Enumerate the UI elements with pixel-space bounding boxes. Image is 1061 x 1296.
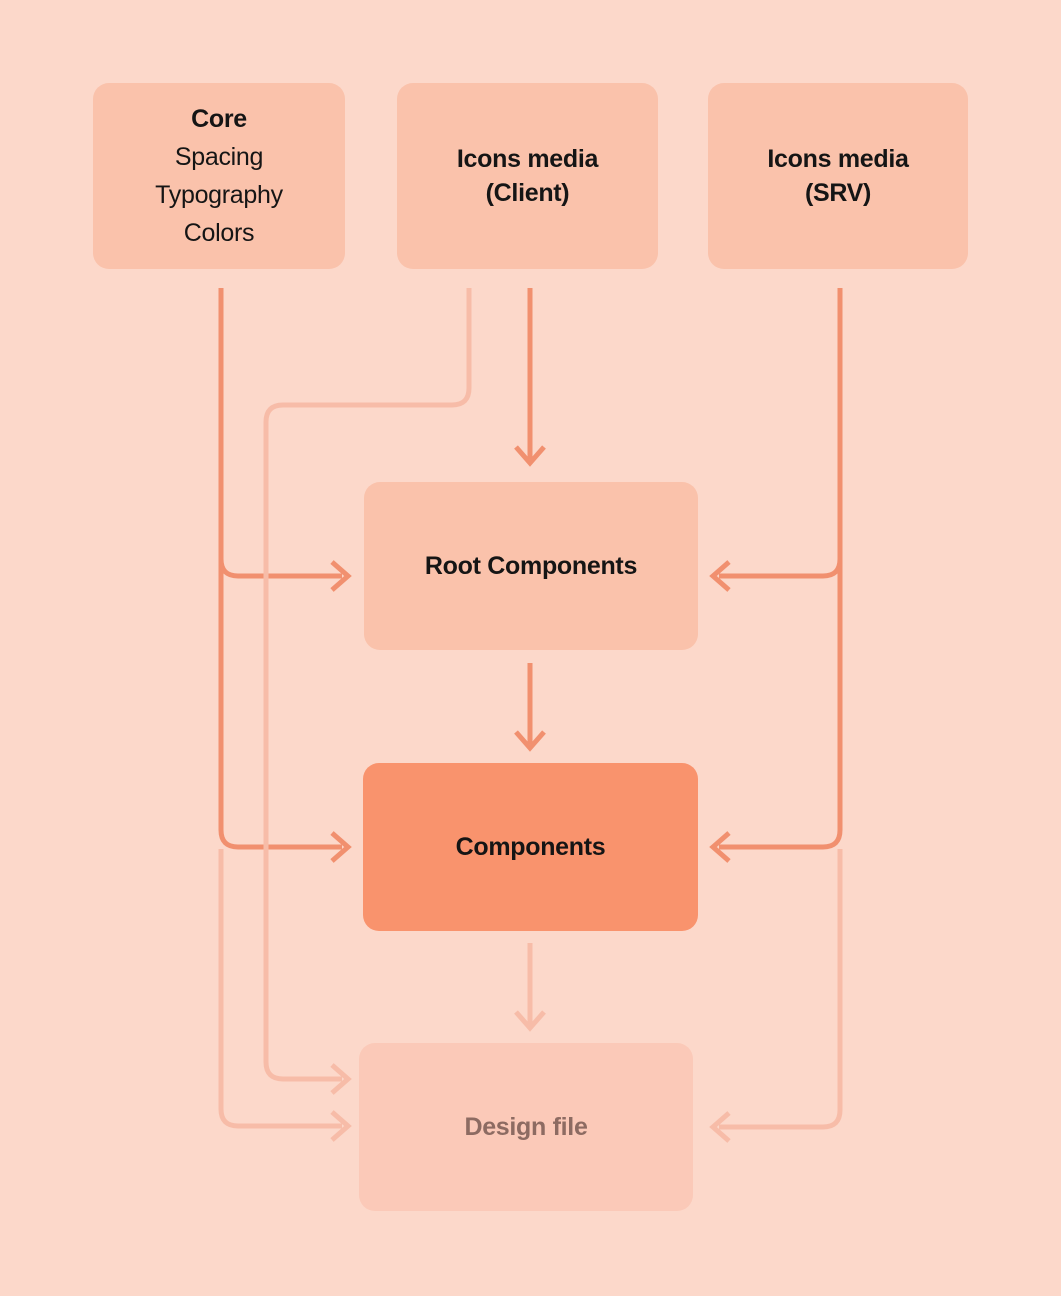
edge-root-components-to-components [514,663,546,752]
node-icons-media-client-title-line1: Icons media [456,145,599,173]
node-core-item-spacing: Spacing [174,143,264,171]
edge-icons-client-to-design-file [263,288,472,1095]
node-icons-media-srv-title-line2: (SRV) [804,179,872,207]
node-core-item-colors: Colors [183,219,255,247]
edge-icons-srv-to-components [709,288,843,863]
node-components-title: Components [455,833,606,861]
edge-icons-srv-to-design-file [709,849,843,1143]
node-icons-media-srv-title-line1: Icons media [767,145,909,173]
node-core-title: Core [191,105,247,133]
node-root-components: Root Components [364,482,698,650]
edge-components-to-design-file [514,943,546,1032]
edge-core-to-root-components [218,558,352,592]
node-design-file-title: Design file [464,1113,588,1141]
edge-core-to-design-file [218,849,352,1142]
edge-icons-client-to-root-components [514,288,546,467]
edge-icons-srv-to-root-components [709,558,843,592]
node-components: Components [363,763,698,931]
node-core: Core Spacing Typography Colors [93,83,345,269]
node-icons-media-srv: Icons media (SRV) [708,83,968,269]
node-root-components-title: Root Components [424,552,638,580]
node-core-item-typography: Typography [155,181,283,209]
node-design-file: Design file [359,1043,693,1211]
edge-core-to-components [218,288,352,863]
node-icons-media-client: Icons media (Client) [397,83,658,269]
node-icons-media-client-title-line2: (Client) [485,179,570,207]
